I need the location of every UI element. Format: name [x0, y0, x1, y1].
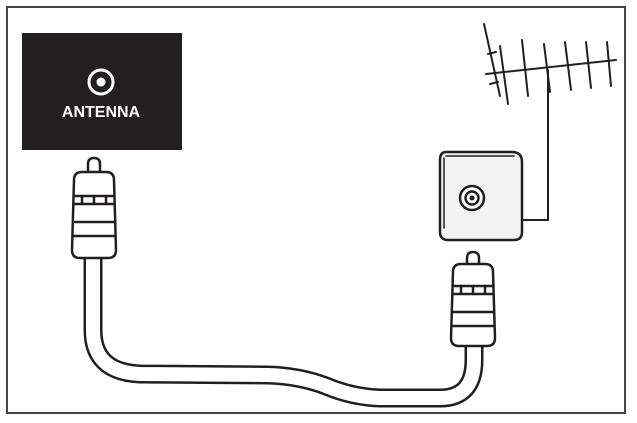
- tv-antenna-icon: [483, 23, 617, 105]
- antenna-feed-wire: [521, 69, 549, 221]
- antenna-input-panel: ANTENNA: [22, 33, 182, 150]
- coaxial-cable-icon: [83, 238, 484, 408]
- left-cable-connector: [70, 156, 118, 260]
- right-cable-connector: [449, 250, 497, 348]
- antenna-jack-icon: [87, 68, 115, 96]
- antenna-panel-label: ANTENNA: [62, 104, 141, 121]
- wall-socket-icon: [438, 150, 524, 242]
